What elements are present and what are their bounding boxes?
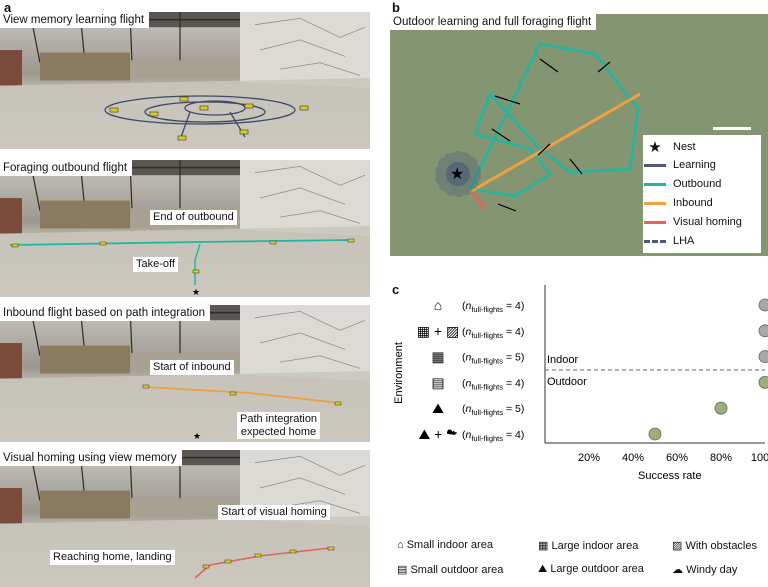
panel-a-letter: a (4, 0, 12, 15)
data-point (648, 427, 662, 441)
x-tick-label: 40% (622, 452, 644, 464)
star-icon: ★ (648, 139, 662, 156)
icon-legend-obstacles: ▨ With obstacles (672, 540, 757, 552)
legend-lha: LHA (643, 233, 694, 249)
panel-c-letter: c (392, 282, 400, 297)
divider-outdoor: Outdoor (547, 376, 587, 388)
label-take-off: Take-off (133, 257, 178, 272)
photo-visual-homing: Visual homing using view memory Start of… (0, 450, 370, 587)
icon-legend-small-indoor: ⌂ Small indoor area (397, 539, 493, 551)
legend-nest: ★ Nest (643, 139, 695, 156)
svg-text:★: ★ (450, 166, 464, 183)
data-point (758, 324, 768, 338)
n-label: (nfull-flights = 4) (462, 377, 524, 391)
label-start-of-inbound: Start of inbound (150, 360, 234, 375)
environment-icon: ⛰ + ☁ (419, 426, 458, 442)
x-tick-label: 20% (578, 452, 600, 464)
icon-legend-large-indoor: ▦ Large indoor area (538, 540, 639, 552)
with-obstacles-icon: ▨ (672, 540, 683, 552)
data-point (714, 401, 728, 415)
environment-icon: ▦ + ▨ (417, 323, 459, 339)
divider-indoor: Indoor (547, 354, 579, 366)
icon-legend-windy: ☁ Windy day (672, 564, 738, 576)
photo-inbound-flight: ★ Inbound flight based on path integrati… (0, 305, 370, 442)
legend-visual-homing: Visual homing (643, 214, 742, 230)
icon-legend-large-outdoor: ⛰ Large outdoor area (538, 563, 644, 575)
label-start-visual-homing: Start of visual homing (218, 505, 330, 520)
legend-inbound: Inbound (643, 195, 713, 211)
n-label: (nfull-flights = 5) (462, 403, 524, 417)
caption-visual-homing: Visual homing using view memory (0, 450, 182, 466)
data-point (758, 376, 768, 389)
x-tick-label: 80% (710, 452, 732, 464)
x-tick-label: 100% (751, 452, 768, 464)
n-label: (nfull-flights = 4) (462, 300, 524, 314)
caption-outdoor: Outdoor learning and full foraging fligh… (390, 14, 597, 30)
caption-outbound: Foraging outbound flight (0, 160, 133, 176)
n-label: (nfull-flights = 5) (462, 352, 524, 366)
data-point (758, 350, 768, 363)
caption-learning: View memory learning flight (0, 12, 150, 28)
x-axis-label: Success rate (638, 470, 702, 482)
environment-icon: ▤ (431, 374, 444, 390)
label-end-of-outbound: End of outbound (150, 210, 237, 225)
x-tick-label: 60% (666, 452, 688, 464)
n-label: (nfull-flights = 4) (462, 326, 524, 340)
panel-b-letter: b (392, 0, 400, 15)
icon-legend-small-outdoor: ▤ Small outdoor area (397, 564, 504, 576)
chart-success-rate: ⌂(nfull-flights = 4)▦ + ▨(nfull-flights … (393, 285, 768, 482)
small-outdoor-area-icon: ▤ (397, 564, 408, 576)
environment-icon: ▦ (431, 349, 444, 365)
legend-b: ★ Nest Learning Outbound Inbound Visual … (643, 135, 761, 253)
y-axis-label: Environment (393, 342, 405, 404)
legend-outbound: Outbound (643, 176, 721, 192)
large-outdoor-area-icon: ⛰ (538, 563, 548, 575)
small-indoor-area-icon: ⌂ (397, 539, 404, 551)
photo-learning-flight: View memory learning flight (0, 12, 370, 149)
environment-icon: ⛰ (432, 400, 444, 416)
svg-text:★: ★ (193, 431, 201, 441)
caption-inbound: Inbound flight based on path integration (0, 305, 211, 321)
svg-text:★: ★ (192, 287, 200, 297)
large-indoor-area-icon: ▦ (538, 540, 549, 552)
label-reaching-home: Reaching home, landing (50, 550, 175, 565)
photo-outbound-flight: ★ Foraging outbound flight End of outbou… (0, 160, 370, 297)
environment-icon: ⌂ (434, 297, 442, 313)
legend-learning: Learning (643, 157, 716, 173)
data-point (758, 298, 768, 312)
windy-day-icon: ☁ (672, 564, 683, 576)
n-label: (nfull-flights = 4) (462, 429, 524, 443)
